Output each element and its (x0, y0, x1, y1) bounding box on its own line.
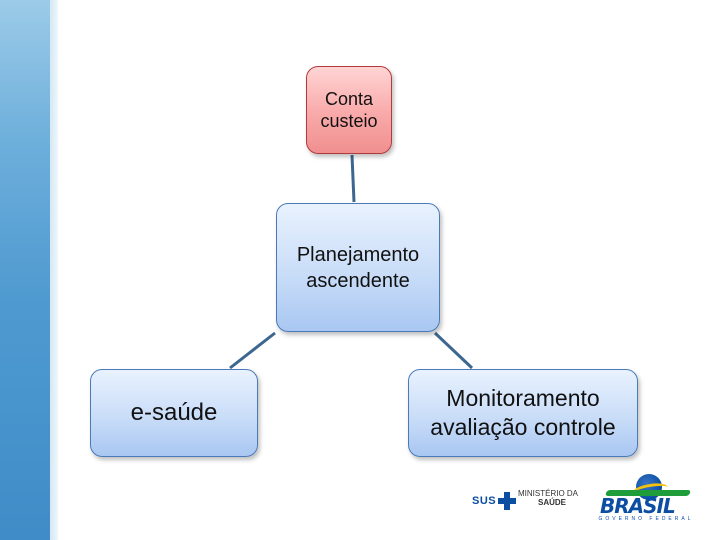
node-conta-custeio-label: Conta custeio (320, 89, 378, 131)
sus-logo-text: SUS (472, 495, 497, 507)
connector-top-center (350, 154, 356, 203)
node-monitoramento-label: Monitoramento avaliação controle (430, 385, 616, 440)
ministry-line2: SAÚDE (538, 498, 567, 507)
node-e-saude-label: e-saúde (130, 399, 218, 426)
brasil-logo: BRASIL GOVERNO FEDERAL (596, 472, 696, 522)
node-planejamento-ascendente: Planejamento ascendente (276, 203, 440, 332)
ministry-line1: MINISTÉRIO DA (518, 489, 579, 498)
sidebar-edge (50, 0, 58, 540)
logo-strip: SUS MINISTÉRIO DA SAÚDE BRASIL GOVERNO F… (470, 472, 702, 524)
cross-icon (498, 492, 517, 510)
sus-logo: SUS (472, 492, 517, 510)
ministry-logo: MINISTÉRIO DA SAÚDE (518, 489, 588, 507)
sidebar-decoration (0, 0, 50, 540)
node-monitoramento: Monitoramento avaliação controle (408, 369, 638, 457)
brasil-logo-text: BRASIL (600, 494, 676, 518)
brasil-logo-subtext: GOVERNO FEDERAL (598, 516, 694, 522)
node-e-saude: e-saúde (90, 369, 258, 457)
connector-center-right (433, 331, 474, 370)
node-planejamento-label: Planejamento ascendente (296, 243, 420, 292)
node-conta-custeio: Conta custeio (306, 66, 392, 154)
connector-center-left (229, 331, 276, 370)
